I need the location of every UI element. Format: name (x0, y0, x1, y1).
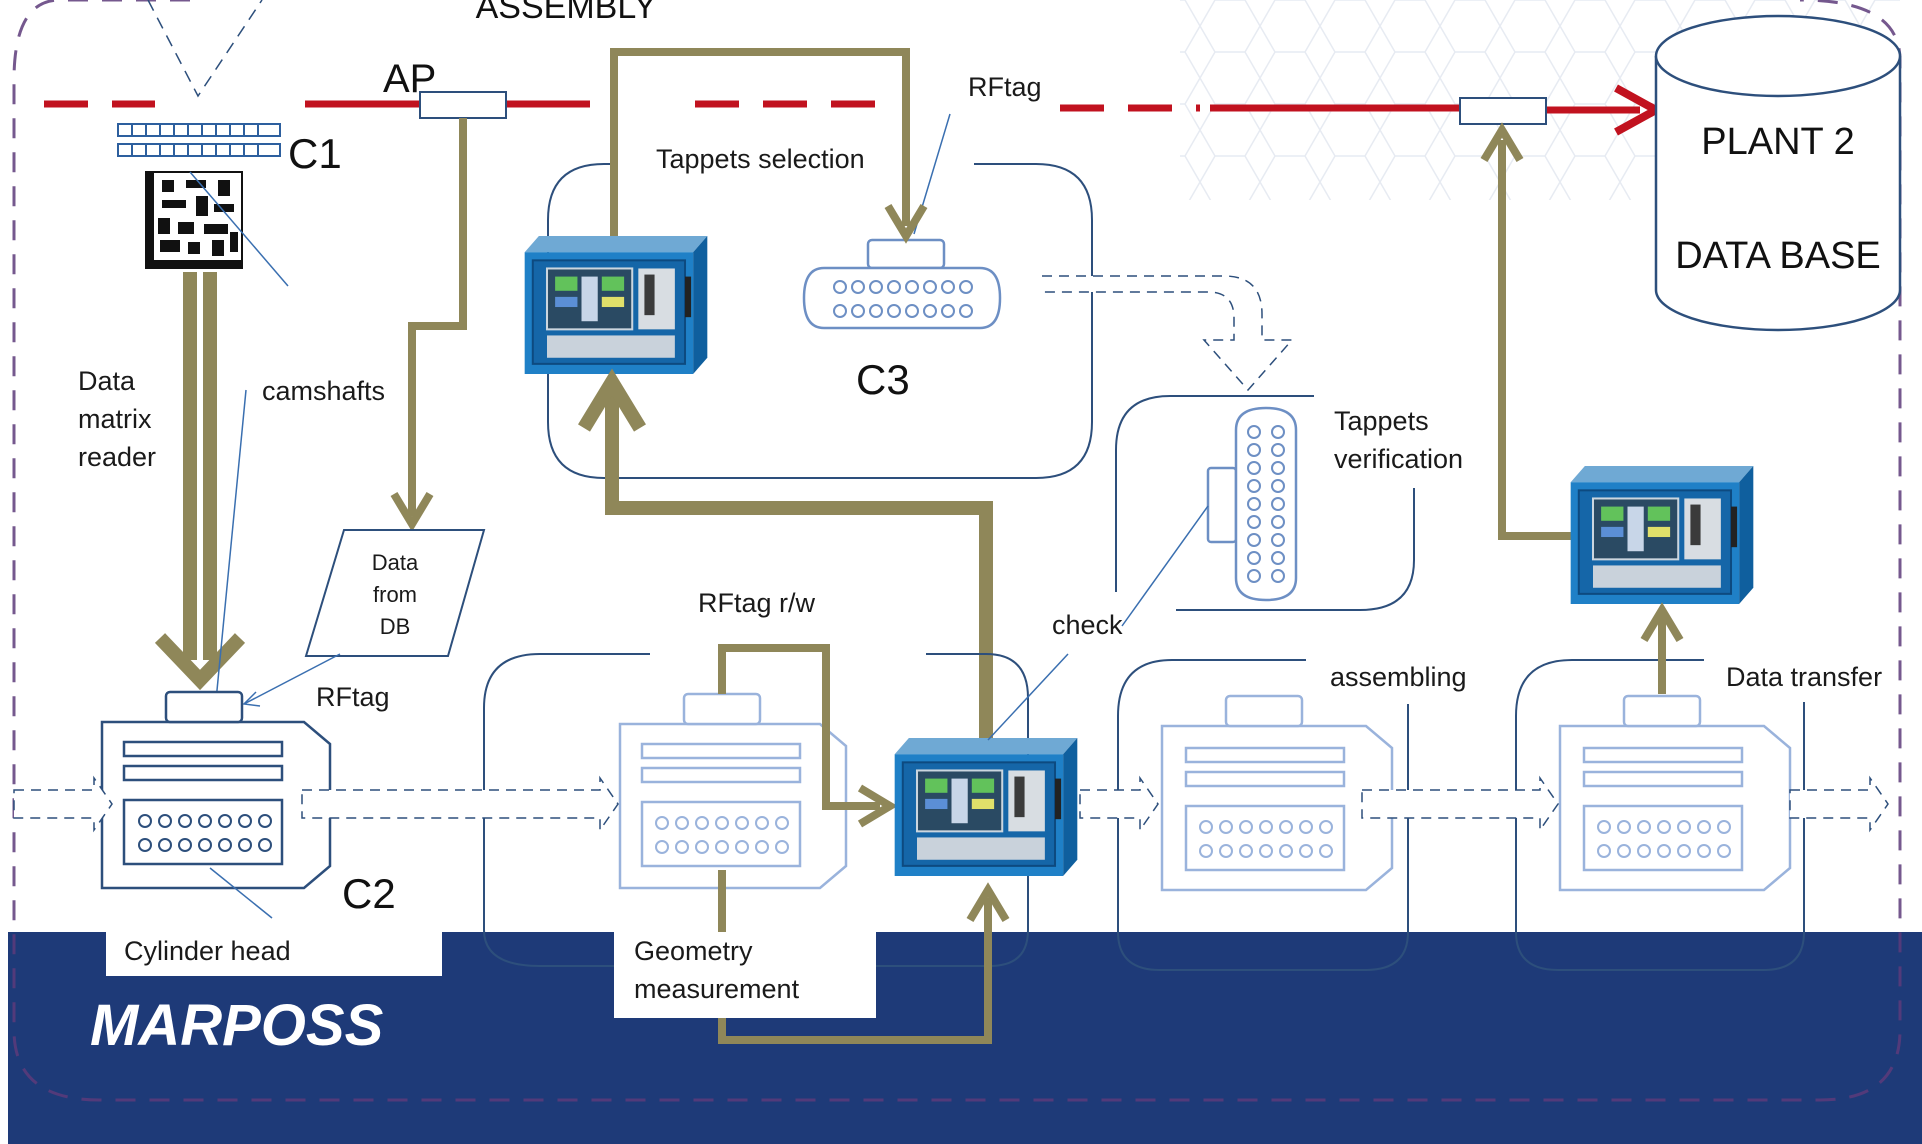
data-from-db-label-3: DB (380, 614, 411, 639)
conveyor-flow (13, 775, 1889, 833)
rftag-rw-arrow (718, 644, 880, 810)
selection-data-arrow (610, 48, 910, 236)
rftag-mid-label: RFtag (316, 682, 390, 712)
cylinder-head-holes-c2 (138, 814, 272, 852)
c1-label: C1 (288, 130, 342, 177)
reader-flow-arrow (154, 272, 246, 691)
data-matrix-reader-label-3: reader (78, 442, 156, 472)
geometry-label-box (614, 932, 876, 1018)
c3-to-verification-arrow (1042, 275, 1294, 392)
transfer-to-db-arrow (1498, 140, 1572, 540)
data-matrix-reader-label-1: Data (78, 366, 136, 396)
transfer-controller (1570, 466, 1754, 604)
rftag-top-label: RFtag (968, 72, 1042, 102)
ap-to-db-arrowhead (390, 491, 434, 532)
check-label: check (1052, 610, 1123, 640)
geometry-label-1: Geometry (634, 936, 753, 966)
plant-boundary (12, 0, 1902, 1102)
tappets-selection-station (547, 163, 1093, 479)
transfer-to-db-arrowhead (1480, 122, 1524, 163)
access-point-box (419, 91, 507, 119)
data-from-db-label-1: Data (372, 550, 419, 575)
tappet-tray-holes-c3 (833, 280, 973, 318)
tappets-verification-station-right (1359, 488, 1415, 611)
cylinder-head-holes-geometry (655, 816, 789, 854)
check-to-selection-arrowhead (578, 368, 646, 432)
database-cylinder (1654, 14, 1902, 332)
cylinder-head-part-c2 (100, 690, 332, 890)
rftag-rw-arrowhead (857, 784, 898, 828)
network-line (44, 100, 1640, 114)
cylinder-head-part-transfer (1558, 694, 1792, 892)
cylinder-head-part-assembling (1160, 694, 1394, 892)
cylinder-head-label: Cylinder head (124, 936, 291, 966)
data-from-db-shape (304, 529, 486, 657)
geometry-to-check-arrowhead (966, 882, 1010, 923)
db-to-rftag-pointer (243, 653, 341, 705)
cylinder-head-pointer (209, 867, 273, 919)
verification-tray-holes (1247, 425, 1285, 583)
selection-data-arrowhead (884, 203, 928, 244)
camshafts-pointer (211, 389, 247, 743)
rftag-rw-label: RFtag r/w (698, 588, 816, 618)
assembling-station (1117, 659, 1409, 971)
tappets-verification-label-1: Tappets (1334, 406, 1429, 436)
cylinder-head-part-geometry (618, 692, 848, 890)
check-pointer (987, 653, 1069, 741)
database-label-1: PLANT 2 (1701, 121, 1854, 163)
data-from-db-label-2: from (373, 582, 417, 607)
assembling-label: assembling (1330, 662, 1467, 692)
ap-label: AP (383, 57, 436, 101)
transfer-up-arrowhead (1640, 602, 1684, 643)
ap-to-db-arrow (408, 118, 467, 516)
brand-logo: MARPOSS (90, 993, 384, 1058)
reader-cone (147, 0, 263, 98)
geometry-station (483, 653, 1029, 967)
camshafts-label: camshafts (262, 376, 385, 406)
selection-controller (524, 236, 708, 374)
c1-barcode (117, 123, 281, 157)
db-to-rftag-tip (242, 691, 261, 707)
cylinder-head-label-box (106, 928, 442, 976)
database-label-2: DATA BASE (1675, 235, 1881, 277)
c1-pointer (189, 171, 289, 287)
plant-gateway-box (1459, 97, 1547, 125)
check-to-selection-arrow (605, 380, 993, 740)
data-matrix-code (145, 171, 243, 269)
tappets-selection-label: Tappets selection (656, 144, 865, 174)
geometry-label-2: measurement (634, 974, 800, 1004)
cylinder-head-holes-transfer (1597, 820, 1731, 858)
data-matrix-reader-label-2: matrix (78, 404, 152, 434)
verification-pointer (1121, 505, 1209, 627)
data-transfer-label: Data transfer (1726, 662, 1882, 692)
cylinder-head-holes-assembling (1199, 820, 1333, 858)
c2-label: C2 (342, 870, 396, 917)
tappets-verification-station (1115, 395, 1314, 592)
data-transfer-station (1515, 659, 1805, 971)
section-title: ASSEMBLY (476, 0, 657, 26)
c3-label: C3 (856, 356, 910, 403)
tappets-verification-label-2: verification (1334, 444, 1463, 474)
check-controller (894, 738, 1078, 876)
